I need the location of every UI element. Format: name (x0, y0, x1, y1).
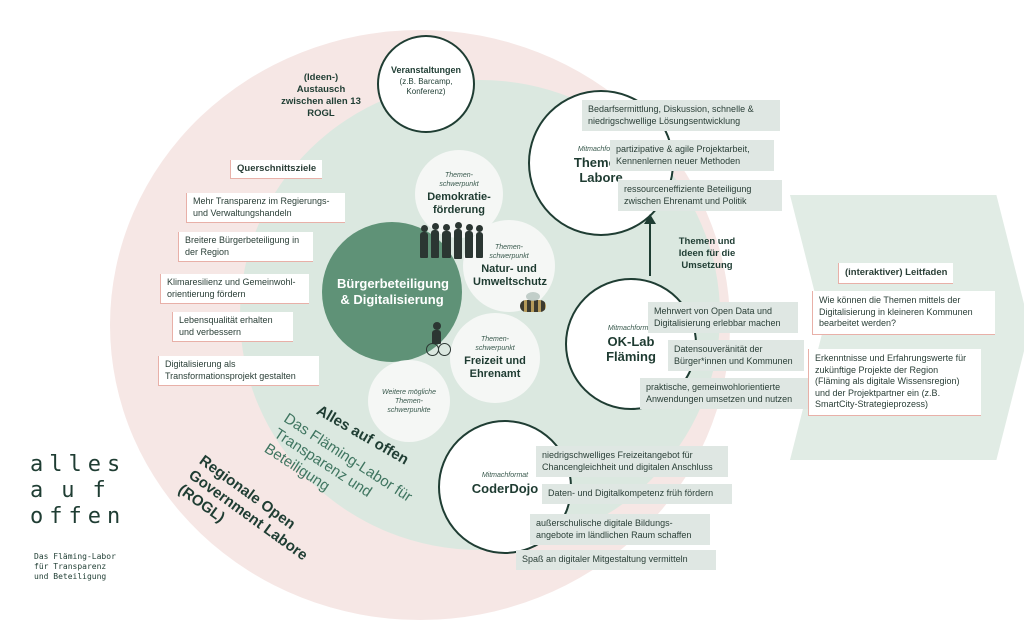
center-circle: Bürgerbeteiligung & Digitalisierung (322, 222, 462, 362)
coderdojo-item-1: niedrigschwelliges Freizeitangebot für C… (536, 446, 728, 477)
oklab-item-2: Datensouveränität der Bürger*innen und K… (668, 340, 804, 371)
goal-digitalisierung: Digitalisierung als Transformationsproje… (158, 356, 319, 386)
logo: alles auf offen (30, 452, 126, 530)
topic-freizeit: Themen-schwerpunkt Freizeit und Ehrenamt (450, 313, 540, 403)
logo-line-1: alles (30, 452, 127, 477)
topic-demokratie: Themen-schwerpunkt Demokratie-förderung (415, 150, 503, 238)
topic-freizeit-sub: Themen-schwerpunkt (475, 336, 515, 352)
topic-natur-title: Natur- und Umweltschutz (473, 263, 547, 288)
leitfaden-item-2: Erkenntnisse und Erfahrungswerte für zuk… (808, 349, 981, 416)
veranstaltungen-detail: (z.B. Barcamp, Konferenz) (399, 77, 453, 96)
themenlabore-item-1: Bedarfsermittlung, Diskussion, schnelle … (582, 100, 780, 131)
coderdojo-item-2: Daten- und Digitalkompetenz früh fördern (542, 484, 732, 504)
leitfaden-item-1: Wie können die Themen mittels der Digita… (812, 291, 995, 335)
goal-buergerbeteiligung: Breitere Bürgerbeteiligung in der Region (178, 232, 313, 262)
goal-lebensqualitaet: Lebensqualität erhalten und verbessern (172, 312, 293, 342)
austausch-label: (Ideen-) Austausch zwischen allen 13 ROG… (281, 72, 361, 119)
arrow-up-icon (644, 214, 656, 276)
oklab-sub: Mitmachformat (607, 325, 655, 332)
themenlabore-item-2: partizipative & agile Projektarbeit, Ken… (610, 140, 774, 171)
oklab-item-3: praktische, gemeinwohlorientierte Anwend… (640, 378, 812, 409)
oklab-item-1: Mehrwert von Open Data und Digitalisieru… (648, 302, 798, 333)
topic-demokratie-sub: Themen-schwerpunkt (439, 172, 479, 188)
coderdojo-title: CoderDojo (471, 481, 539, 496)
goal-klimaresilienz: Klimaresilienz und Gemeinwohl-orientieru… (160, 274, 309, 304)
topic-weitere-sub: Weitere mögliche Themen-schwerpunkte (382, 388, 436, 414)
topic-weitere: Weitere mögliche Themen-schwerpunkte (368, 360, 450, 442)
topic-natur-sub: Themen-schwerpunkt (489, 244, 529, 260)
veranstaltungen-circle: Veranstaltungen (z.B. Barcamp, Konferenz… (377, 35, 475, 133)
coderdojo-sub: Mitmachformat (481, 472, 529, 479)
themenlabore-item-3: ressourceneffiziente Beteiligung zwische… (618, 180, 782, 211)
topic-demokratie-title: Demokratie-förderung (427, 191, 491, 216)
logo-tagline: Das Fläming-Labor für Transparenz und Be… (34, 552, 116, 581)
logo-line-3: offen (30, 504, 127, 529)
coderdojo-item-3: außerschulische digitale Bildungs-angebo… (530, 514, 710, 545)
logo-line-2: auf (30, 478, 124, 503)
veranstaltungen-title: Veranstaltungen (390, 65, 462, 75)
themenlabore-sub: Mitmachformat (577, 146, 625, 153)
querschnittsziele-title: Querschnittsziele (230, 160, 323, 179)
leitfaden-title: (interaktiver) Leitfaden (838, 263, 954, 284)
arrow-label: Themen und Ideen für die Umsetzung (678, 236, 736, 271)
topic-freizeit-title: Freizeit und Ehrenamt (464, 355, 526, 380)
center-title: Bürgerbeteiligung & Digitalisierung (337, 276, 449, 307)
oklab-title: OK-Lab Fläming (606, 334, 656, 364)
goal-transparenz: Mehr Transparenz im Regierungs- und Verw… (186, 193, 345, 223)
coderdojo-item-4: Spaß an digitaler Mitgestaltung vermitte… (516, 550, 716, 570)
